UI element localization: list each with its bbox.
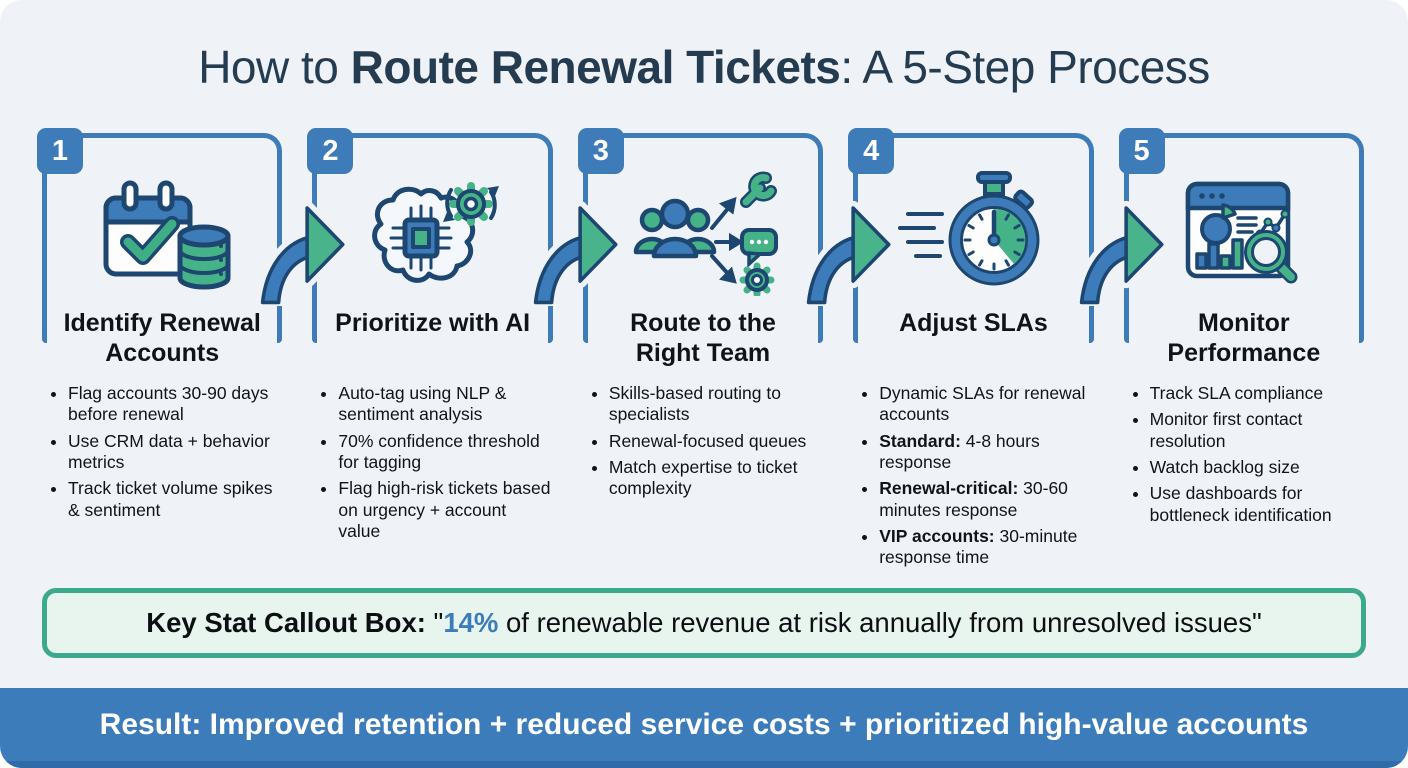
bullet-item: Skills-based routing to specialists — [609, 383, 823, 426]
step-1-number-badge: 1 — [37, 128, 83, 174]
key-stat-callout: Key Stat Callout Box: "14% of renewable … — [42, 588, 1366, 658]
bullet-item: 70% confidence threshold for tagging — [338, 431, 552, 474]
step-4-bullets: Dynamic SLAs for renewal accountsStandar… — [853, 383, 1093, 569]
result-banner-text: Result: Improved retention + reduced ser… — [99, 708, 1309, 741]
step-2-bullets: Auto-tag using NLP & sentiment analysis 7… — [312, 383, 552, 542]
bullet-item: Auto-tag using NLP & sentiment analysis — [338, 383, 552, 426]
step-2-number-badge: 2 — [307, 128, 354, 174]
callout-rest: of renewable revenue at risk annually fr… — [498, 607, 1262, 638]
flow-arrow-3-icon — [801, 200, 892, 306]
callout-label: Key Stat Callout Box: — [146, 607, 426, 638]
bullet-item: Monitor first contact resolution — [1150, 409, 1364, 452]
page-title: How to Route Renewal Tickets: A 5-Step P… — [0, 40, 1408, 94]
step-3-card: 3 — [577, 128, 824, 574]
bullet-item: Track ticket volume spikes & sentiment — [68, 478, 282, 521]
stopwatch-icon — [853, 133, 1093, 305]
step-5-card: 5 — [1118, 128, 1365, 574]
calendar-database-icon — [42, 133, 282, 305]
step-1-title: Identify Renewal Accounts — [63, 309, 261, 367]
step-4-card: 4 — [848, 128, 1094, 574]
step-5-bullets: Track SLA complianceMonitor first contac… — [1124, 383, 1364, 526]
bullet-item: Track SLA compliance — [1150, 383, 1364, 404]
step-4-title: Adjust SLAs — [899, 309, 1048, 337]
callout-stat-value: 14% — [443, 607, 499, 638]
callout-text: Key Stat Callout Box: "14% of renewable … — [146, 607, 1261, 639]
title-suffix: : A 5-Step Process — [840, 41, 1210, 93]
bullet-item: Match expertise to ticket complexity — [609, 457, 823, 500]
bullet-item: Standard: 4-8 hours response — [879, 431, 1093, 474]
step-3-bullets: Skills-based routing to specialistsRenew… — [583, 383, 823, 500]
step-5-number-badge: 5 — [1118, 128, 1165, 174]
flow-arrow-2-icon — [528, 200, 619, 306]
step-5-title: Monitor Performance — [1167, 309, 1321, 367]
bullet-item: Renewal-critical: 30-60 minutes response — [879, 478, 1093, 521]
step-1-card: 1 — [37, 128, 283, 574]
steps-row: 1 — [37, 128, 1365, 574]
step-2-title: Prioritize with AI — [335, 309, 531, 337]
flow-arrow-4-icon — [1074, 200, 1165, 306]
title-bold: Route Renewal Tickets — [350, 41, 841, 93]
callout-quote-open: " — [425, 607, 444, 638]
bullet-item: Flag accounts 30-90 days before renewal — [68, 383, 282, 426]
ai-brain-chip-icon — [312, 133, 552, 305]
bullet-item: Use dashboards for bottleneck identifica… — [1150, 483, 1364, 526]
flow-arrow-1-icon — [255, 200, 346, 306]
bullet-item: Use CRM data + behavior metrics — [68, 431, 282, 474]
step-1-bullets: Flag accounts 30-90 days before renewalU… — [42, 383, 282, 521]
step-3-title: Route to the Right Team — [630, 309, 776, 367]
bullet-item: Watch backlog size — [1150, 457, 1364, 478]
bullet-item: Renewal-focused queues — [609, 431, 823, 452]
dashboard-magnifier-icon — [1124, 133, 1364, 305]
step-2-card: 2 — [307, 128, 553, 574]
step-3-number-badge: 3 — [577, 128, 624, 174]
team-routing-icon — [583, 133, 823, 305]
bullet-item: VIP accounts: 30-minute response time — [879, 526, 1093, 569]
title-prefix: How to — [198, 41, 351, 93]
step-1-frame — [42, 133, 283, 343]
step-4-number-badge: 4 — [848, 128, 895, 174]
result-banner: Result: Improved retention + reduced ser… — [0, 688, 1408, 768]
bullet-item: Dynamic SLAs for renewal accounts — [879, 383, 1093, 426]
bullet-item: Flag high-risk tickets based on urgency … — [338, 478, 552, 542]
